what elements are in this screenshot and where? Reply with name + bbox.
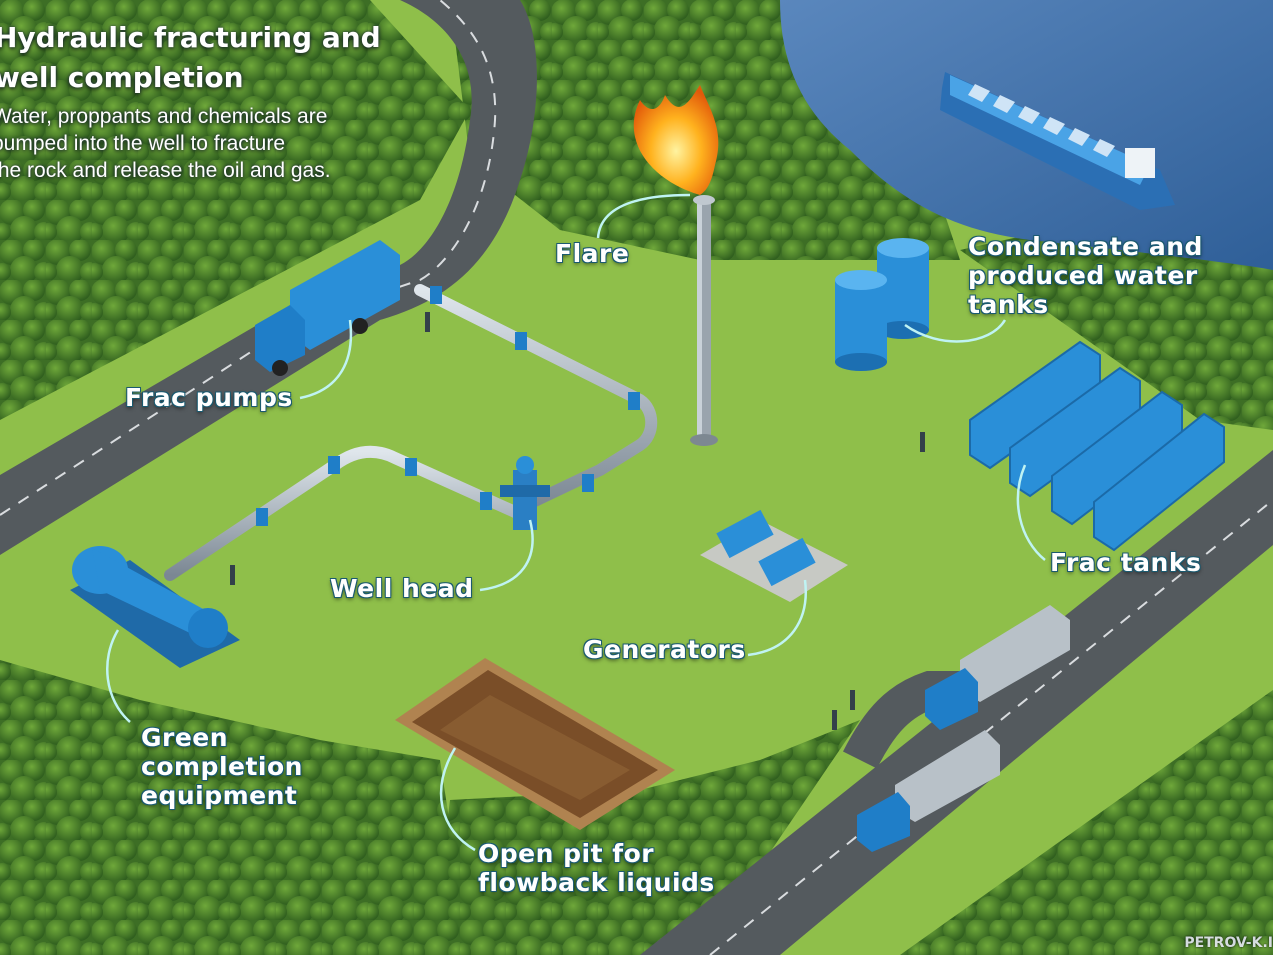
label-tanks-line-2: produced water — [968, 261, 1198, 290]
open-pit — [395, 658, 675, 830]
label-pit-line-2: flowback liquids — [478, 868, 715, 897]
cargo-ship — [940, 72, 1175, 210]
label-green-line-1: Green — [141, 723, 229, 752]
storage-tanks — [835, 238, 929, 371]
green-completion-unit — [70, 546, 240, 668]
title-line-1: Hydraulic fracturing and — [0, 21, 381, 54]
label-well-head: Well head — [330, 574, 474, 603]
description-line-2: pumped into the well to fracture — [0, 132, 285, 155]
label-flare: Flare — [555, 239, 630, 268]
title-line-2: well completion — [0, 61, 244, 94]
label-tanks-line-3: tanks — [968, 290, 1049, 319]
description-line-3: the rock and release the oil and gas. — [0, 159, 331, 182]
workers — [230, 312, 925, 730]
forest-bottom-left — [0, 660, 470, 955]
label-green-line-3: equipment — [141, 781, 298, 810]
label-green-completion: Green completion equipment — [141, 723, 303, 810]
label-open-pit: Open pit for flowback liquids — [478, 839, 715, 897]
forest-bottom-right — [900, 690, 1273, 955]
road-left — [0, 0, 537, 555]
forest-bottom — [430, 720, 860, 955]
pipe-flanges — [256, 286, 640, 526]
generators — [700, 509, 848, 602]
flare-stack — [633, 85, 719, 446]
label-condensate-tanks: Condensate and produced water tanks — [968, 232, 1203, 319]
label-frac-pumps: Frac pumps — [125, 383, 293, 412]
description: Water, proppants and chemicals are pumpe… — [0, 103, 372, 184]
tanker-trucks — [857, 605, 1070, 852]
well-head — [500, 456, 550, 530]
label-tanks-line-1: Condensate and — [968, 232, 1203, 261]
label-generators: Generators — [583, 635, 746, 664]
callout-lines — [106, 193, 1046, 852]
label-green-line-2: completion — [141, 752, 303, 781]
page-title: Hydraulic fracturing and well completion — [0, 18, 381, 98]
label-pit-line-1: Open pit for — [478, 839, 655, 868]
forest-top-left — [0, 0, 470, 420]
frac-tanks — [969, 340, 1225, 552]
description-line-1: Water, proppants and chemicals are — [0, 105, 328, 128]
frac-pump-truck — [255, 240, 400, 376]
label-frac-tanks: Frac tanks — [1050, 548, 1202, 577]
watermark: PETROV-K.I — [1184, 935, 1273, 951]
